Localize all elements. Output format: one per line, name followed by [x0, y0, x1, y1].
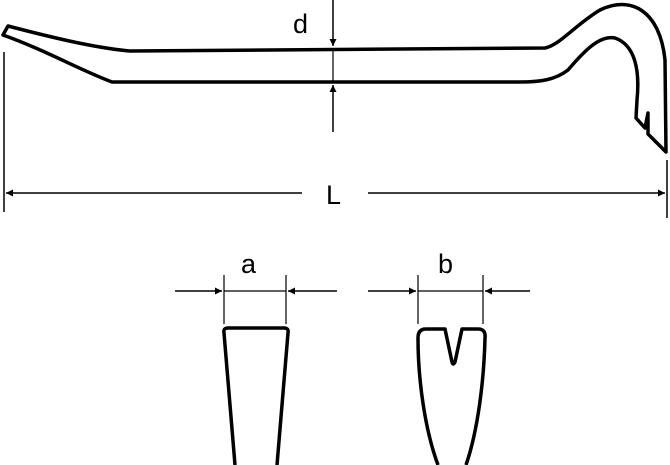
label-L: L: [326, 180, 341, 210]
label-d: d: [293, 9, 308, 39]
claw-end-view: b: [368, 249, 530, 465]
claw-outline: [416, 327, 487, 465]
thickness-dimension: d: [293, 0, 337, 132]
label-b: b: [438, 249, 453, 279]
crowbar-side-outline: [1, 2, 668, 154]
flat-tip-end-view: a: [175, 249, 337, 465]
flat-tip-outline: [222, 326, 290, 465]
label-a: a: [241, 249, 257, 279]
length-dimension: L: [3, 52, 668, 218]
